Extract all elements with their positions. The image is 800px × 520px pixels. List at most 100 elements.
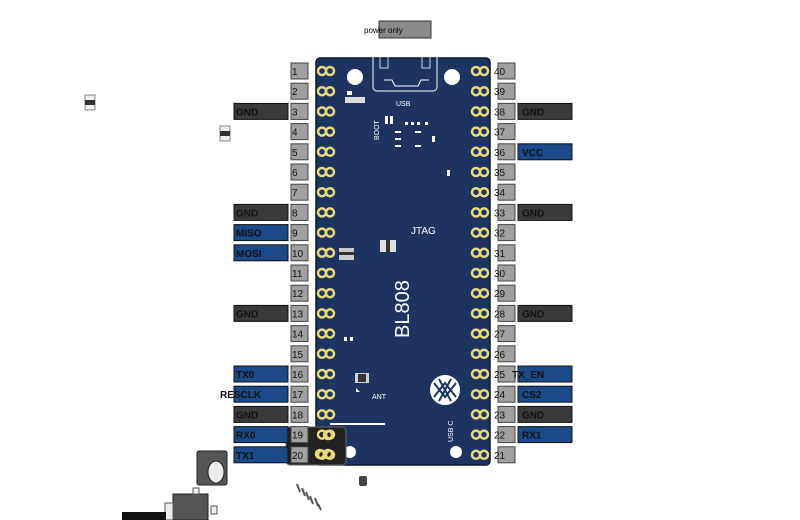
board-outline — [315, 57, 491, 466]
right-pin-32: 32 — [470, 224, 516, 242]
right-pin-number: 28 — [494, 309, 506, 320]
left-label-miso: MISO — [233, 224, 289, 242]
boot-label: BOOT — [374, 119, 381, 140]
left-label-gnd: GND — [233, 203, 289, 221]
power-only-label: power only — [364, 26, 403, 35]
left-label-resclk: RESCLK — [220, 385, 289, 403]
right-pin-33: 33 — [470, 203, 516, 221]
left-label-text: GND — [236, 107, 258, 118]
left-pin-2: 2 — [290, 82, 336, 100]
left-pin-10: 10 — [290, 244, 336, 262]
left-label-tx0: TX0 — [233, 365, 289, 383]
right-pin-number: 38 — [494, 107, 506, 118]
left-pin-number: 16 — [292, 370, 304, 381]
right-pin-number: 31 — [494, 249, 506, 260]
left-pin-number: 8 — [292, 208, 298, 219]
right-pin-number: 26 — [494, 350, 506, 361]
usbc-label: USB C — [448, 421, 455, 442]
right-pin-number: 25 — [494, 370, 506, 381]
right-label-text: GND — [522, 107, 544, 118]
left-pin-number: 6 — [292, 168, 298, 179]
left-pin-number: 1 — [292, 67, 298, 78]
right-pin-40: 40 — [470, 62, 516, 80]
logo-icon — [430, 375, 460, 405]
left-label-gnd: GND — [233, 405, 289, 423]
right-pin-number: 27 — [494, 330, 506, 341]
left-pin-1: 1 — [290, 62, 336, 80]
usb-connector — [372, 46, 438, 92]
right-label-text: GND — [522, 410, 544, 421]
left-pin-number: 12 — [292, 289, 304, 300]
right-label-text: VCC — [522, 148, 543, 159]
right-label-tx_en: TX_EN — [512, 365, 573, 383]
left-pin-number: 7 — [292, 188, 298, 199]
left-pin-number: 11 — [292, 269, 303, 280]
right-label-gnd: GND — [517, 102, 573, 120]
left-pin-13: 13 — [290, 304, 336, 322]
smd-components — [339, 91, 450, 392]
right-pin-number: 34 — [494, 188, 506, 199]
right-pin-30: 30 — [470, 264, 516, 282]
right-pin-25: 25 — [470, 365, 516, 383]
right-label-vcc: VCC — [517, 143, 573, 161]
right-label-gnd: GND — [517, 304, 573, 322]
left-pin-number: 13 — [292, 309, 304, 320]
right-label-text: TX_EN — [512, 370, 544, 381]
right-pin-number: 32 — [494, 229, 506, 240]
left-pin-18: 18 — [290, 405, 336, 423]
right-label-rx1: RX1 — [517, 426, 573, 444]
mount-hole-top-left — [347, 69, 363, 85]
left-pin-14: 14 — [290, 325, 336, 343]
right-pin-31: 31 — [470, 244, 516, 262]
left-pin-8: 8 — [290, 203, 336, 221]
left-label-text: GND — [236, 410, 258, 421]
left-label-text: TX0 — [236, 370, 255, 381]
left-pin-11: 11 — [290, 264, 336, 282]
left-pin-6: 6 — [290, 163, 336, 181]
left-pin-5: 5 — [290, 143, 336, 161]
left-label-text: GND — [236, 208, 258, 219]
jtag-label: JTAG — [411, 226, 436, 237]
right-label-text: GND — [522, 208, 544, 219]
right-pin-36: 36 — [470, 143, 516, 161]
right-pin-number: 23 — [494, 410, 506, 421]
mount-hole-bottom-left — [344, 446, 356, 458]
stray-components — [84, 94, 367, 520]
left-pin-19: 19 — [290, 426, 336, 444]
right-pin-23: 23 — [470, 405, 516, 423]
right-pin-number: 36 — [494, 148, 506, 159]
right-pin-22: 22 — [470, 426, 516, 444]
right-pin-column: 40 39 38 37 36 35 34 33 32 31 30 29 28 27 26 25 24 23 22 21 — [470, 62, 516, 464]
left-pin-17: 17 — [290, 385, 336, 403]
right-pin-number: 30 — [494, 269, 506, 280]
right-pin-number: 37 — [494, 128, 506, 139]
left-pin-7: 7 — [290, 183, 336, 201]
left-label-tx1: TX1 — [233, 446, 289, 464]
right-pin-26: 26 — [470, 345, 516, 363]
right-pin-number: 22 — [494, 431, 506, 442]
right-pin-29: 29 — [470, 284, 516, 302]
left-pin-number: 3 — [292, 107, 298, 118]
left-label-text: MOSI — [236, 249, 262, 260]
right-pin-number: 35 — [494, 168, 506, 179]
right-pin-number: 40 — [494, 67, 506, 78]
left-pin-number: 15 — [292, 350, 304, 361]
right-pin-39: 39 — [470, 82, 516, 100]
left-label-mosi: MOSI — [233, 244, 289, 262]
right-pin-34: 34 — [470, 183, 516, 201]
right-pin-24: 24 — [470, 385, 516, 403]
right-pin-21: 21 — [470, 446, 516, 464]
left-pin-4: 4 — [290, 123, 336, 141]
left-label-text: RX0 — [236, 431, 256, 442]
usb-label: USB — [396, 101, 411, 108]
right-pin-number: 29 — [494, 289, 506, 300]
left-pin-number: 2 — [292, 87, 298, 98]
right-pin-38: 38 — [470, 102, 516, 120]
mount-hole-bottom-right — [450, 446, 462, 458]
right-label-text: CS2 — [522, 390, 542, 401]
mount-hole-top-right — [444, 69, 460, 85]
chip-label: BL808 — [392, 280, 414, 338]
